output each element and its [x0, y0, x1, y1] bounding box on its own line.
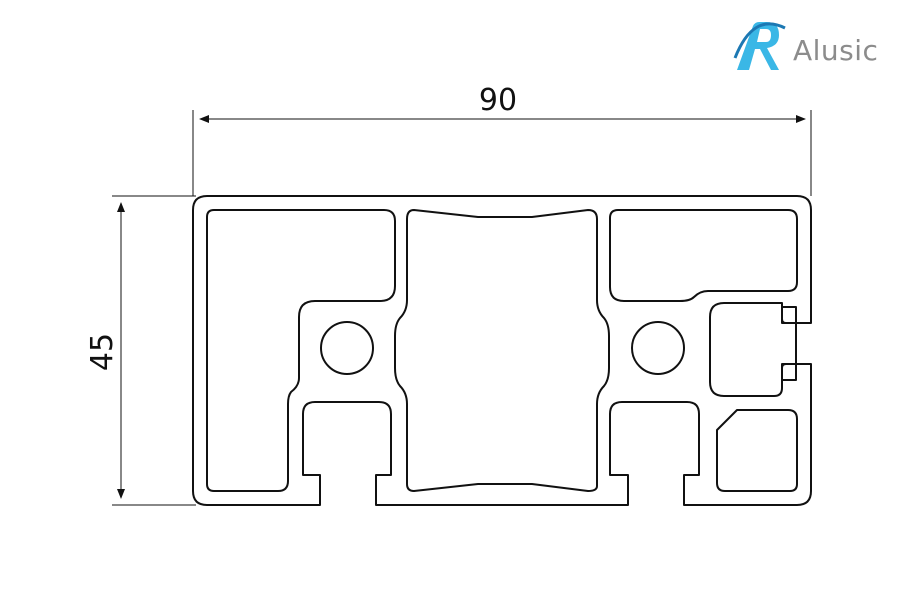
right-middle-pocket [709, 302, 797, 397]
right-screw-bore [631, 321, 685, 375]
left-chamber [206, 209, 396, 492]
brand-logo: Alusic [733, 18, 893, 74]
height-dimension [112, 195, 196, 506]
profile-outer-contour [192, 195, 812, 506]
center-chamber [394, 209, 610, 492]
height-dimension-label: 45 [85, 333, 120, 371]
width-dimension [192, 110, 812, 196]
left-screw-bore [320, 321, 374, 375]
width-dimension-label: 90 [479, 83, 517, 118]
right-lower-chamber [716, 409, 798, 492]
brand-name: Alusic [793, 34, 879, 67]
alusic-logo-icon [733, 22, 786, 70]
right-upper-chamber [609, 209, 798, 302]
